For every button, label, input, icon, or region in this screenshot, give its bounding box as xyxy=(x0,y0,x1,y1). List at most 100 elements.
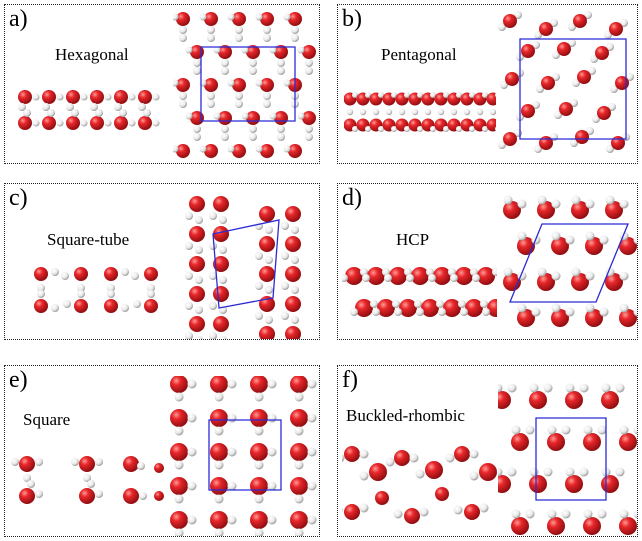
hydrogen-atom xyxy=(63,300,71,308)
hydrogen-atom xyxy=(265,286,273,294)
hydrogen-atom xyxy=(507,467,517,477)
structure-name: HCP xyxy=(396,230,430,249)
oxygen-atom xyxy=(74,267,88,281)
oxygen-atom xyxy=(250,477,268,495)
oxygen-atom xyxy=(583,433,601,451)
hydrogen-atom xyxy=(392,300,400,308)
hydrogen-atom xyxy=(606,43,614,51)
hydrogen-atom xyxy=(352,126,358,132)
hydrogen-atom xyxy=(23,109,31,117)
side-view-illustration xyxy=(344,92,496,132)
oxygen-atom xyxy=(498,391,511,409)
hydrogen-atom xyxy=(393,509,403,519)
hydrogen-atom xyxy=(291,316,299,324)
hydrogen-atom xyxy=(428,274,436,282)
hydrogen-atom xyxy=(219,216,227,224)
oxygen-atom xyxy=(605,201,623,219)
hydrogen-atom xyxy=(249,67,257,75)
oxygen-atom xyxy=(575,130,589,144)
hydrogen-atom xyxy=(209,242,217,250)
hydrogen-atom xyxy=(143,109,151,117)
oxygen-atom xyxy=(170,477,188,495)
hydrogen-atom xyxy=(138,103,146,111)
hydrogen-atom xyxy=(305,133,313,141)
hydrogen-atom xyxy=(529,467,539,477)
hydrogen-atom xyxy=(104,93,112,101)
oxygen-atom xyxy=(377,299,395,317)
oxygen-atom xyxy=(210,409,228,427)
hydrogen-atom xyxy=(525,509,535,519)
hydrogen-atom xyxy=(277,125,285,133)
hydrogen-atom xyxy=(23,474,31,482)
hydrogen-atom xyxy=(537,195,547,205)
oxygen-atom xyxy=(144,299,158,313)
hydrogen-atom xyxy=(543,467,553,477)
side-view-illustration xyxy=(18,90,160,130)
hydrogen-atom xyxy=(456,92,462,98)
oxygen-atom xyxy=(511,517,529,535)
hydrogen-atom xyxy=(193,125,201,133)
oxygen-atom xyxy=(597,106,611,120)
oxygen-atom xyxy=(104,299,118,313)
oxygen-atom xyxy=(18,116,32,130)
hydrogen-atom xyxy=(590,55,598,63)
hydrogen-atom xyxy=(241,112,249,120)
hydrogen-atom xyxy=(255,13,263,21)
hydrogen-atom xyxy=(32,119,40,127)
hydrogen-atom xyxy=(254,392,264,402)
oxygen-atom xyxy=(232,78,246,92)
hydrogen-atom xyxy=(480,300,488,308)
oxygen-atom xyxy=(517,309,535,327)
oxygen-atom xyxy=(585,309,603,327)
oxygen-atom xyxy=(537,273,555,291)
hydrogen-atom xyxy=(365,126,371,132)
hydrogen-atom xyxy=(346,108,354,116)
hydrogen-atom xyxy=(185,112,193,120)
oxygen-atom xyxy=(288,12,302,26)
oxygen-atom xyxy=(503,14,517,28)
oxygen-atom xyxy=(511,433,529,451)
structure-name: Pentagonal xyxy=(381,45,457,64)
hydrogen-atom xyxy=(147,284,155,292)
oxygen-atom xyxy=(302,45,316,59)
oxygen-atom xyxy=(433,267,451,285)
oxygen-atom xyxy=(443,299,461,317)
oxygen-atom xyxy=(288,144,302,158)
oxygen-atom xyxy=(455,267,473,285)
hydrogen-atom xyxy=(482,308,490,316)
panel-hcp: d) HCP xyxy=(337,183,638,340)
hydrogen-atom xyxy=(342,274,348,282)
hydrogen-atom xyxy=(277,67,285,75)
hydrogen-atom xyxy=(208,158,214,159)
hydrogen-atom xyxy=(281,312,289,320)
hydrogen-atom xyxy=(620,19,628,27)
oxygen-atom xyxy=(176,12,190,26)
hydrogen-atom xyxy=(185,46,193,54)
panel-pentagonal: b) Pentagonal xyxy=(337,4,638,164)
hydrogen-atom xyxy=(11,458,19,466)
hydrogen-atom xyxy=(307,413,317,423)
hydrogen-atom xyxy=(626,73,634,81)
oxygen-atom xyxy=(189,316,205,332)
hydrogen-atom xyxy=(534,31,542,39)
hydrogen-atom xyxy=(35,490,43,498)
structure-name: Square-tube xyxy=(47,230,130,249)
oxygen-atom xyxy=(213,286,229,302)
oxygen-atom xyxy=(190,111,204,125)
hydrogen-atom xyxy=(114,103,122,111)
oxygen-atom xyxy=(34,267,48,281)
oxygen-atom xyxy=(601,475,619,493)
oxygen-atom xyxy=(213,256,229,272)
hydrogen-atom xyxy=(571,267,581,277)
hydrogen-atom xyxy=(565,383,575,393)
oxygen-atom xyxy=(611,136,625,150)
hydrogen-atom xyxy=(139,492,147,500)
unit-cell-outline xyxy=(509,223,629,303)
hydrogen-atom xyxy=(517,199,527,209)
hydrogen-atom xyxy=(525,425,535,435)
oxygen-atom xyxy=(355,299,373,317)
hydrogen-atom xyxy=(476,108,484,116)
oxygen-atom xyxy=(259,266,275,282)
unit-cell-outline xyxy=(208,419,282,491)
hydrogen-atom xyxy=(95,109,103,117)
